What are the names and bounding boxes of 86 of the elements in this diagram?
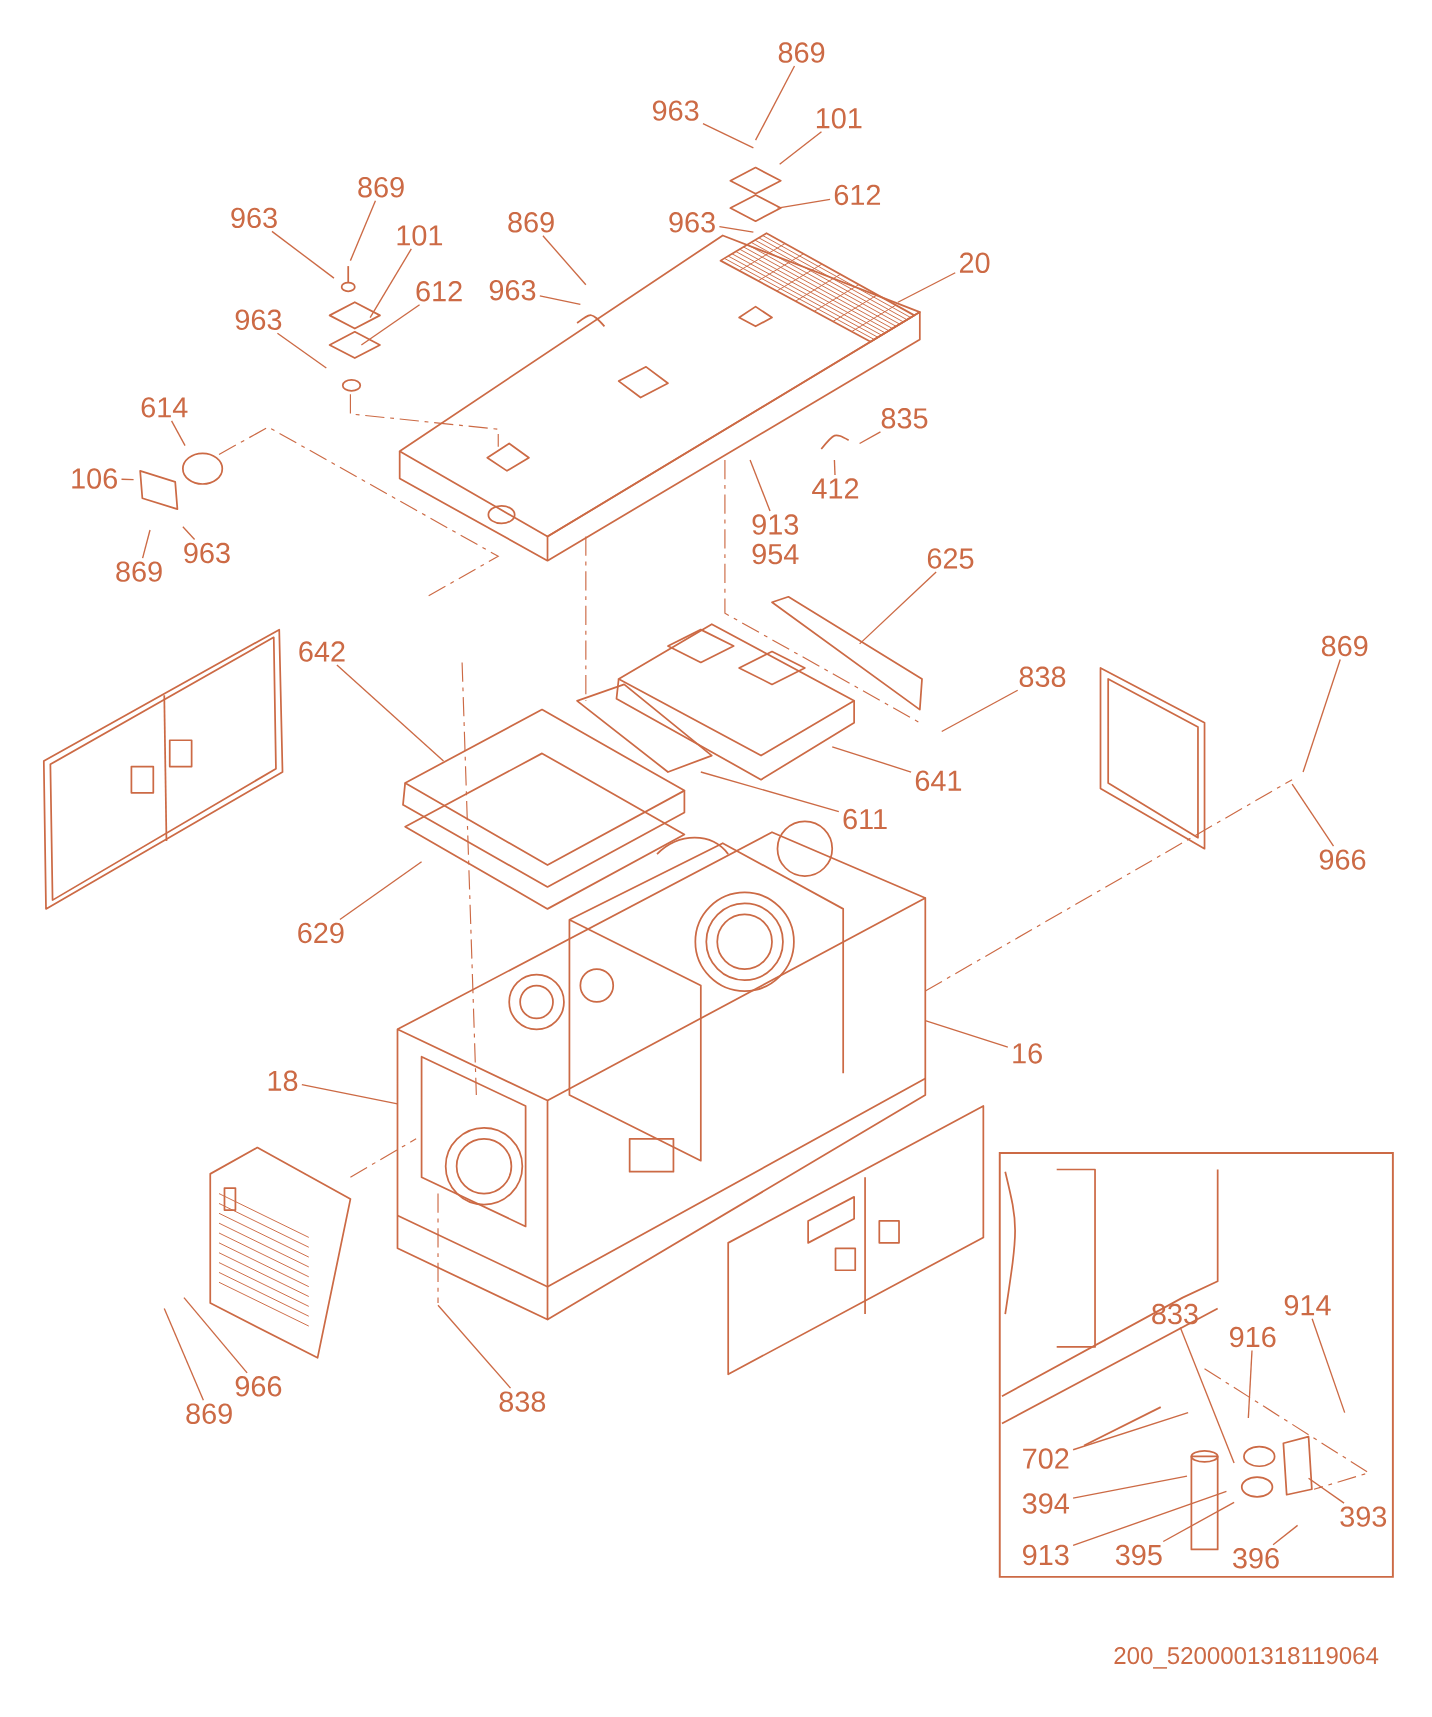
callout-number: 869 — [1321, 635, 1368, 657]
callout-number: 641 — [915, 770, 961, 791]
callout-number: 101 — [397, 225, 442, 246]
callout-number: 963 — [669, 212, 715, 233]
leader-line — [183, 1296, 248, 1374]
leader-line — [1302, 658, 1341, 773]
leader-line — [360, 304, 421, 346]
leader-line — [858, 431, 881, 445]
callout-number: 629 — [298, 922, 344, 944]
leader-line — [1311, 1318, 1346, 1414]
callout-number: 702 — [1023, 1448, 1069, 1469]
leader-line — [718, 226, 754, 233]
leader-line — [437, 1304, 512, 1389]
leader-line — [776, 198, 831, 209]
callout-number: 869 — [116, 561, 162, 582]
callout-number: 642 — [299, 641, 345, 662]
leader-line — [858, 571, 937, 645]
leader-line — [1247, 1349, 1253, 1419]
callout-number: 914 — [1284, 1295, 1331, 1316]
callout-number: 966 — [235, 1376, 282, 1397]
callout-number: 412 — [811, 478, 858, 499]
leader-line — [163, 1307, 204, 1401]
leader-line — [141, 529, 151, 559]
callout-number: 913 — [1022, 1544, 1069, 1566]
leader-line — [754, 65, 795, 141]
callout-number: 838 — [1019, 666, 1066, 687]
leader-line — [1272, 1524, 1299, 1546]
leader-line — [1072, 1475, 1188, 1499]
leader-line — [700, 771, 840, 813]
leader-line — [831, 746, 912, 773]
callout-number: 966 — [1319, 849, 1366, 870]
leader-line — [833, 459, 836, 476]
leader-line — [339, 861, 423, 921]
leader-line — [120, 478, 135, 481]
callout-number: 833 — [1152, 1303, 1198, 1325]
callout-number: 963 — [231, 207, 277, 229]
callout-number: 869 — [358, 177, 404, 198]
callout-number: 963 — [652, 100, 699, 121]
callout-number: 954 — [752, 543, 799, 565]
leader-line — [170, 420, 186, 447]
leader-line — [539, 295, 581, 306]
leader-line — [1072, 1490, 1227, 1547]
callout-number: 394 — [1022, 1493, 1069, 1514]
callout-number: 963 — [184, 542, 230, 564]
leader-line — [369, 248, 412, 319]
leader-line — [301, 1084, 399, 1105]
leader-line — [702, 123, 754, 149]
leader-line — [1291, 783, 1335, 847]
leader-line — [778, 131, 822, 165]
callout-number: 869 — [186, 1403, 232, 1424]
callout-number: 916 — [1229, 1326, 1276, 1348]
callout-number: 393 — [1340, 1506, 1386, 1527]
callout-number: 612 — [416, 281, 462, 302]
callout-number: 106 — [72, 468, 117, 489]
callout-number: 395 — [1115, 1544, 1162, 1566]
leader-line — [182, 526, 196, 541]
leader-line — [924, 1019, 1009, 1048]
leader-line — [749, 459, 771, 512]
callout-number: 18 — [268, 1070, 298, 1091]
callout-number: 614 — [141, 397, 188, 418]
callout-number: 913 — [752, 514, 798, 535]
callout-number: 16 — [1013, 1043, 1042, 1064]
callout-number: 963 — [489, 279, 536, 301]
callout-number: 396 — [1232, 1548, 1279, 1569]
callout-number: 838 — [499, 1391, 545, 1412]
leader-line — [542, 235, 587, 286]
leader-line — [1179, 1326, 1235, 1464]
leader-line — [336, 664, 445, 762]
leader-line — [349, 200, 376, 262]
drawing-number: 200_5200001318119064 — [1114, 1647, 1379, 1669]
leader-line — [276, 332, 327, 369]
callout-number: 101 — [816, 108, 862, 129]
leader-line — [271, 230, 335, 279]
callout-number: 963 — [235, 309, 282, 330]
leader-line — [1307, 1477, 1345, 1504]
leader-line — [1162, 1501, 1235, 1543]
callout-number: 625 — [927, 548, 974, 569]
callout-number: 20 — [959, 252, 990, 273]
callout-number: 835 — [881, 408, 928, 429]
callout-number: 611 — [843, 808, 887, 830]
callout-number: 869 — [508, 212, 554, 233]
leader-line — [940, 689, 1019, 733]
leader-line — [1072, 1411, 1189, 1451]
callout-number: 869 — [778, 42, 825, 63]
leader-line — [897, 272, 956, 303]
callout-number: 612 — [834, 184, 880, 206]
